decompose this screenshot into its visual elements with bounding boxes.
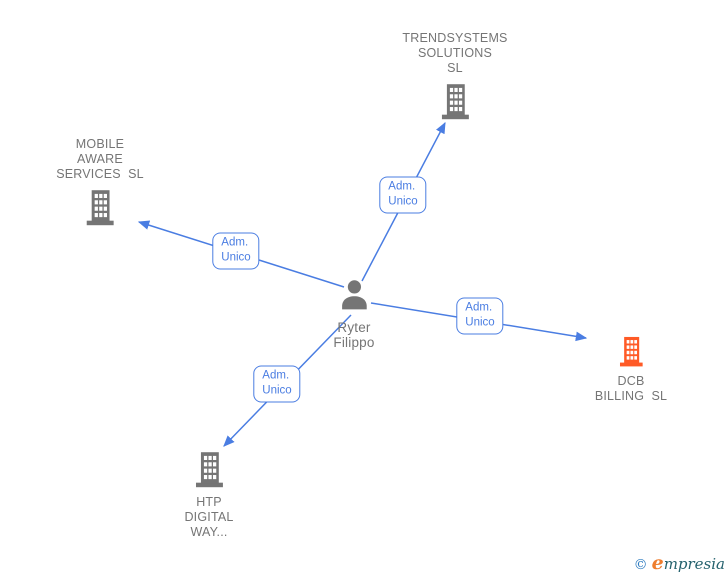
building-icon: [83, 189, 117, 226]
person-icon: [336, 277, 372, 313]
empresia-logo[interactable]: ©empresia: [634, 552, 725, 574]
edge-label-adm-unico-mobile[interactable]: Adm. Unico: [212, 232, 260, 270]
edge-label-adm-unico-htp[interactable]: Adm. Unico: [253, 365, 301, 403]
person-name: Ryter Filippo: [333, 320, 375, 350]
copyright-icon: ©: [633, 557, 648, 573]
company-node-mobile-aware[interactable]: MOBILE AWARE SERVICES SL: [56, 137, 144, 226]
company-node-htp-digital-way[interactable]: HTP DIGITAL WAY...: [184, 451, 233, 540]
edge-label-adm-unico-trendsystems[interactable]: Adm. Unico: [379, 176, 427, 214]
company-name: HTP DIGITAL WAY...: [184, 495, 234, 539]
brand-name: mpresia: [663, 555, 725, 573]
edge-label-adm-unico-dcb[interactable]: Adm. Unico: [456, 297, 504, 335]
building-icon: [617, 336, 646, 367]
company-node-dcb-billing[interactable]: DCB BILLING SL: [595, 336, 667, 404]
company-name: DCB BILLING SL: [594, 374, 668, 403]
brand-initial: e: [651, 552, 664, 574]
company-node-trendsystems[interactable]: TRENDSYSTEMS SOLUTIONS SL: [402, 31, 507, 120]
company-name: MOBILE AWARE SERVICES SL: [56, 137, 144, 181]
building-icon: [438, 83, 472, 120]
person-node-ryter-filippo[interactable]: Ryter Filippo: [333, 277, 374, 350]
company-name: TRENDSYSTEMS SOLUTIONS SL: [402, 31, 508, 75]
building-icon: [192, 451, 226, 488]
